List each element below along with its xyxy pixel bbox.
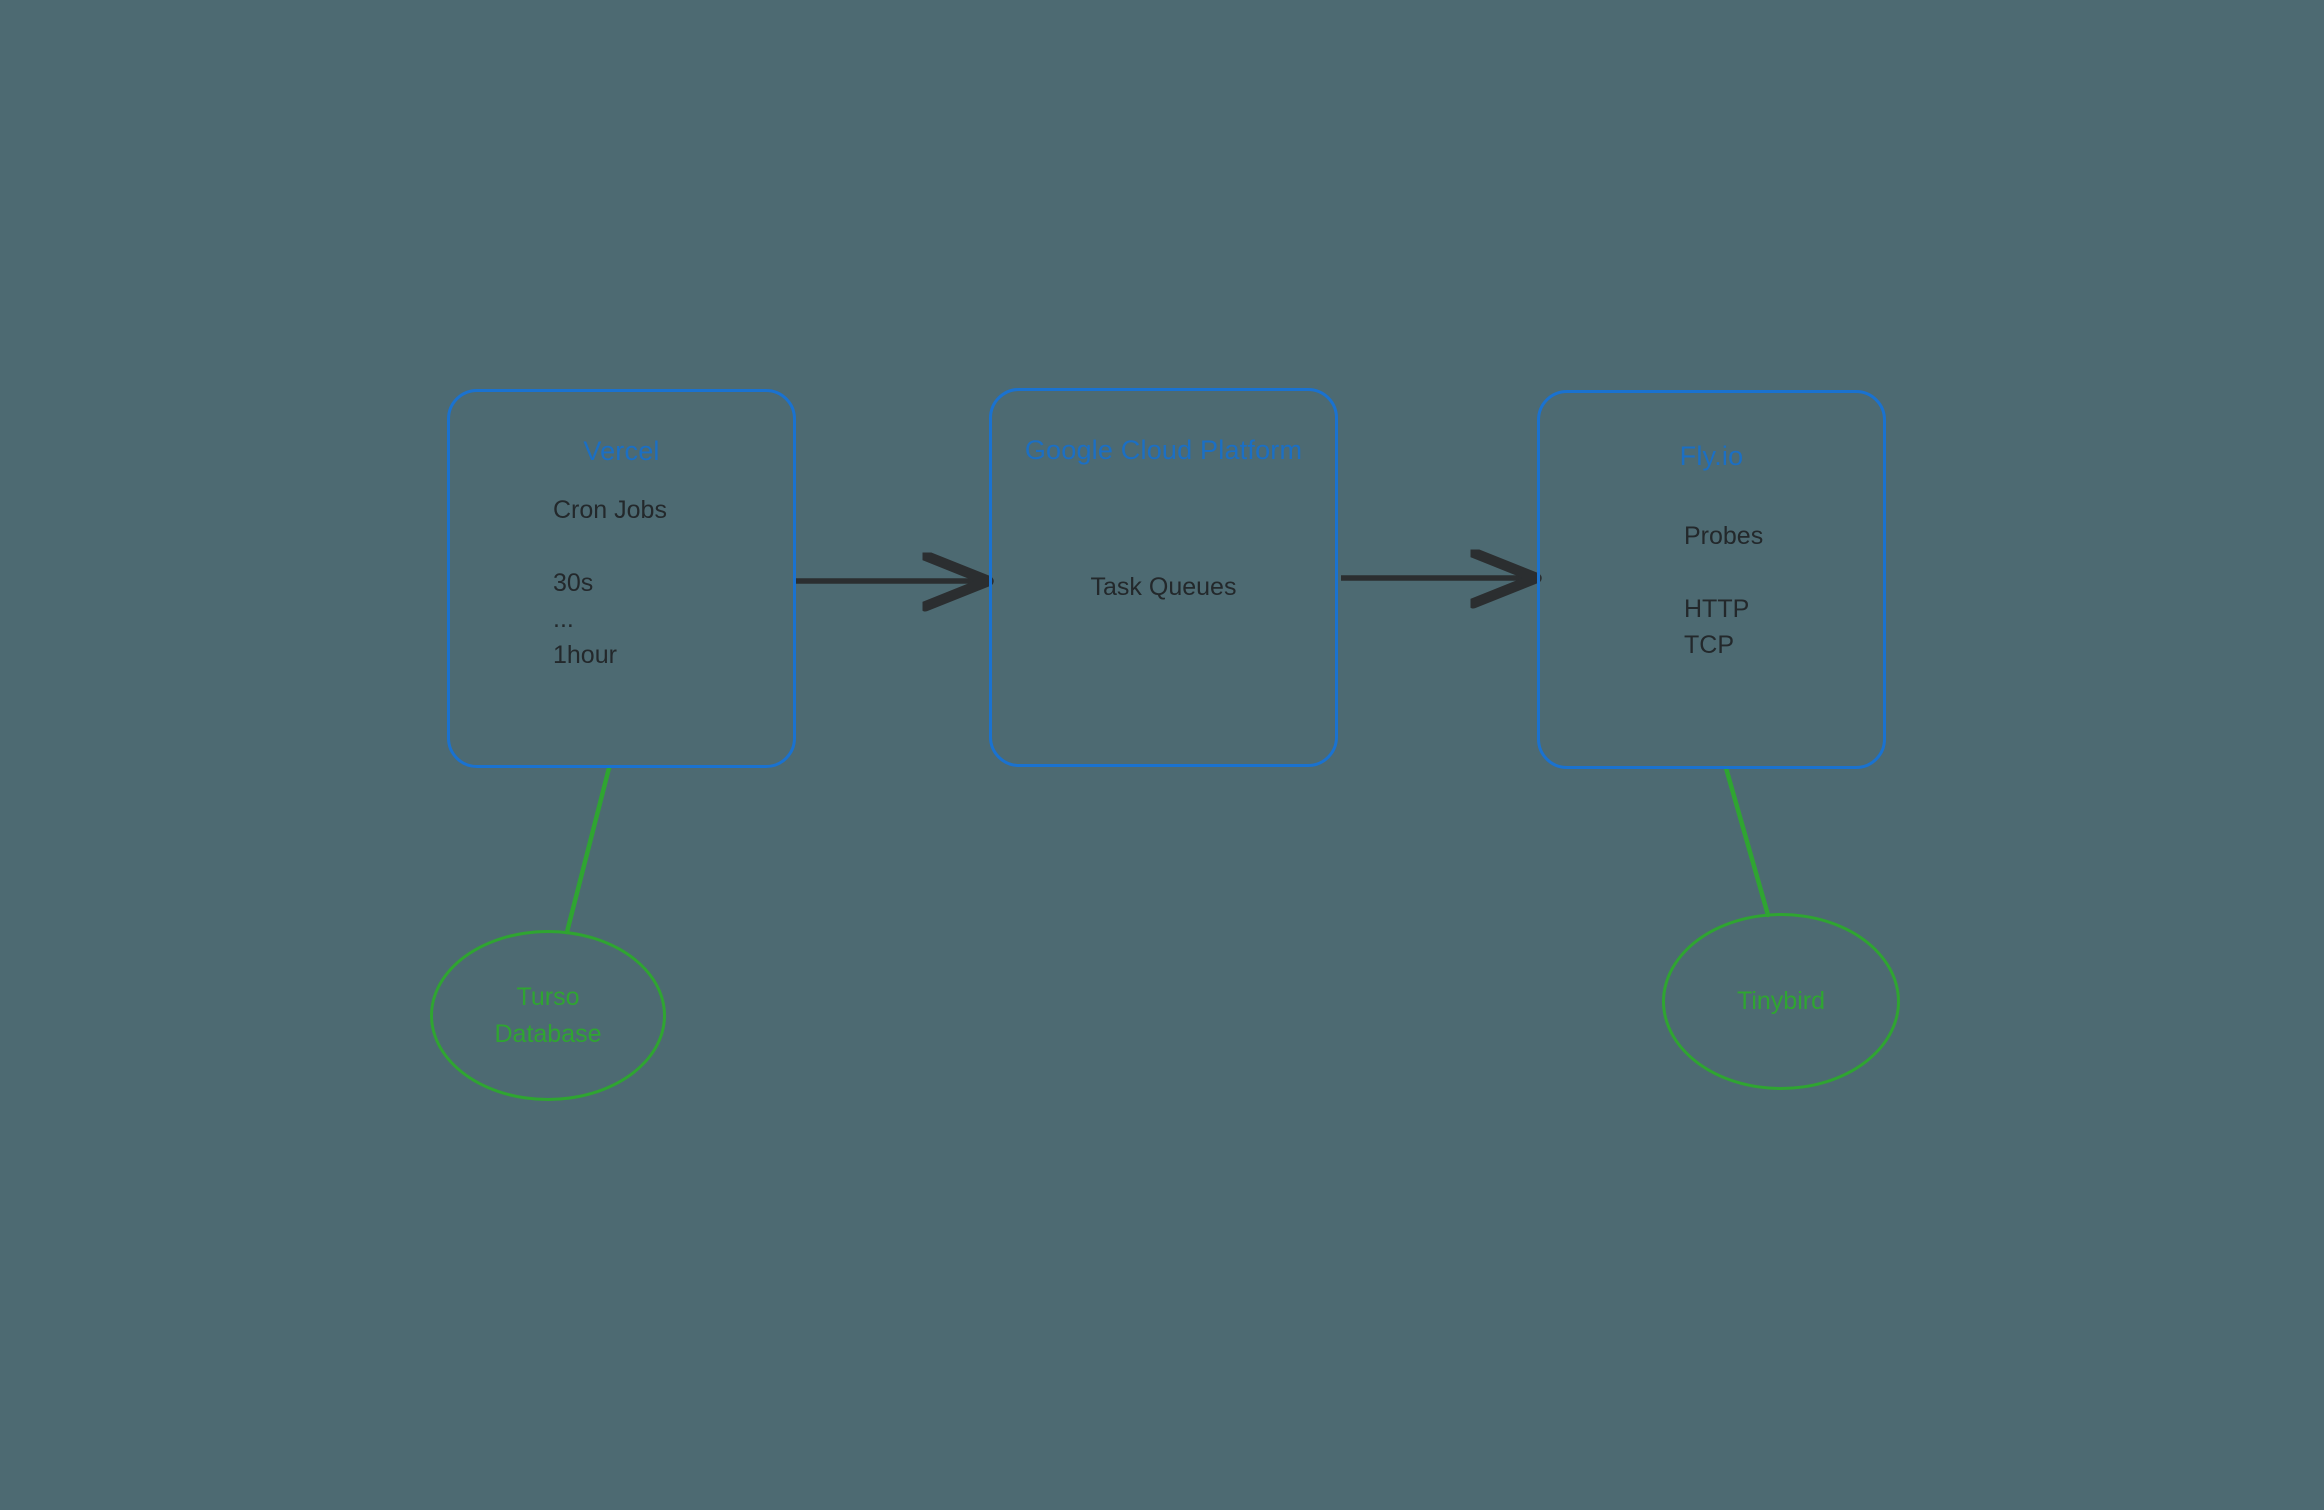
cluster-body-vercel: Cron Jobs 30s ... 1hour — [553, 496, 667, 669]
cluster-title-flyio: Fly.io — [1679, 441, 1744, 471]
datastore-turso[interactable]: Turso Database — [430, 930, 666, 1101]
cluster-title-gcp: Google Cloud Platform — [1024, 435, 1303, 465]
edge-flyio-to-tinybird — [1723, 765, 1771, 918]
cluster-title-vercel: Vercel — [583, 436, 660, 466]
cluster-body-gcp: Task Queues — [1090, 573, 1237, 601]
cluster-body-flyio: Probes HTTP TCP — [1684, 522, 1764, 659]
datastore-label-turso: Turso Database — [494, 983, 602, 1048]
cluster-flyio[interactable]: Fly.io Probes HTTP TCP — [1537, 390, 1886, 769]
edge-vercel-to-turso — [564, 765, 612, 935]
datastore-tinybird[interactable]: Tinybird — [1662, 913, 1900, 1090]
cluster-gcp[interactable]: Google Cloud Platform Task Queues — [989, 388, 1338, 767]
datastore-label-tinybird: Tinybird — [1737, 987, 1825, 1016]
cluster-vercel[interactable]: Vercel Cron Jobs 30s ... 1hour — [447, 389, 796, 768]
